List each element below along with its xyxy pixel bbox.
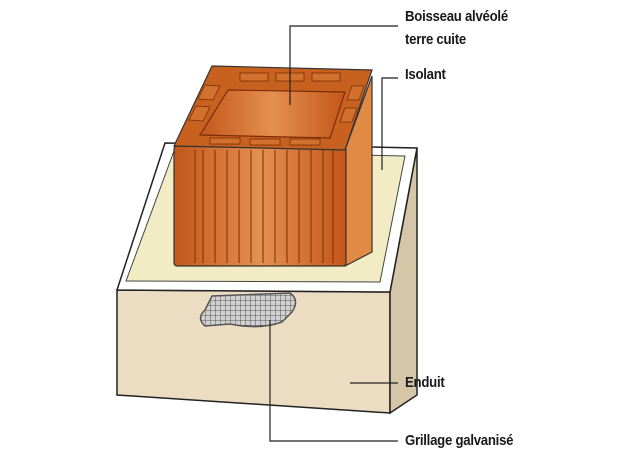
flue-block [173, 65, 373, 267]
label-mesh: Grillage galvanisé [405, 432, 514, 449]
leader-lines [269, 25, 398, 442]
label-insulation: Isolant [405, 66, 446, 83]
galvanized-mesh [199, 292, 297, 328]
label-flue-block-line1: Boisseau alvéolé [405, 8, 508, 25]
label-render: Enduit [405, 374, 445, 391]
label-flue-block-line2: terre cuite [405, 31, 466, 48]
